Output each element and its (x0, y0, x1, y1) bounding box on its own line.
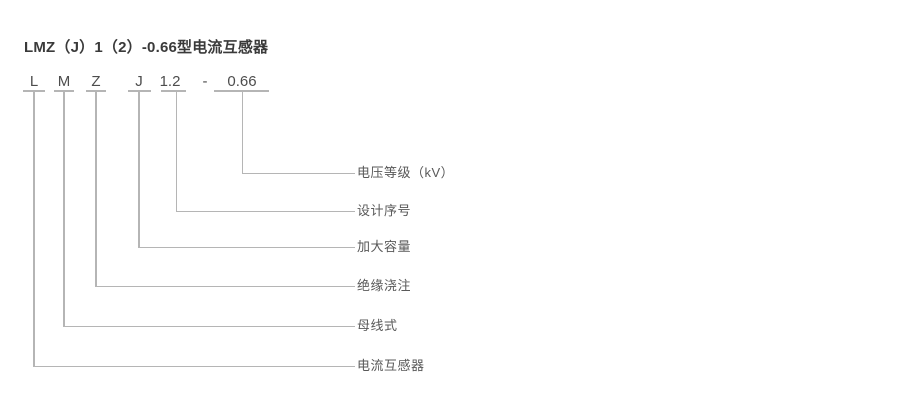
code-underline-voltage (214, 90, 269, 92)
code-underline-j (128, 90, 151, 92)
connector-horizontal-design (175, 210, 355, 212)
code-underline-design (161, 90, 186, 92)
connector-horizontal-z (95, 285, 355, 287)
connector-horizontal-l (33, 365, 355, 367)
label-m: 母线式 (357, 318, 398, 333)
code-char-j: J (135, 73, 143, 90)
label-j: 加大容量 (357, 239, 412, 254)
code-underline-l (23, 90, 45, 92)
label-z: 绝缘浇注 (357, 278, 412, 293)
code-separator: - (202, 73, 208, 90)
connector-horizontal-j (138, 246, 355, 248)
connector-horizontal-m (63, 325, 355, 327)
connector-horizontal-voltage (241, 172, 355, 174)
code-char-m: M (57, 73, 71, 90)
connector-vertical-design (175, 92, 177, 212)
connector-vertical-z (95, 92, 97, 287)
label-voltage: 电压等级（kV） (357, 165, 455, 180)
connector-vertical-voltage (241, 92, 243, 174)
connector-vertical-l (33, 92, 35, 367)
code-char-l: L (29, 73, 39, 90)
label-design: 设计序号 (357, 203, 412, 218)
code-char-voltage: 0.66 (227, 73, 257, 90)
code-underline-m (54, 90, 74, 92)
diagram-title: LMZ（J）1（2）-0.66型电流互感器 (24, 39, 269, 56)
code-char-design: 1.2 (159, 73, 181, 90)
code-underline-z (86, 90, 106, 92)
code-char-z: Z (91, 73, 101, 90)
connector-vertical-m (63, 92, 65, 327)
label-l: 电流互感器 (357, 358, 425, 373)
connector-vertical-j (138, 92, 140, 248)
